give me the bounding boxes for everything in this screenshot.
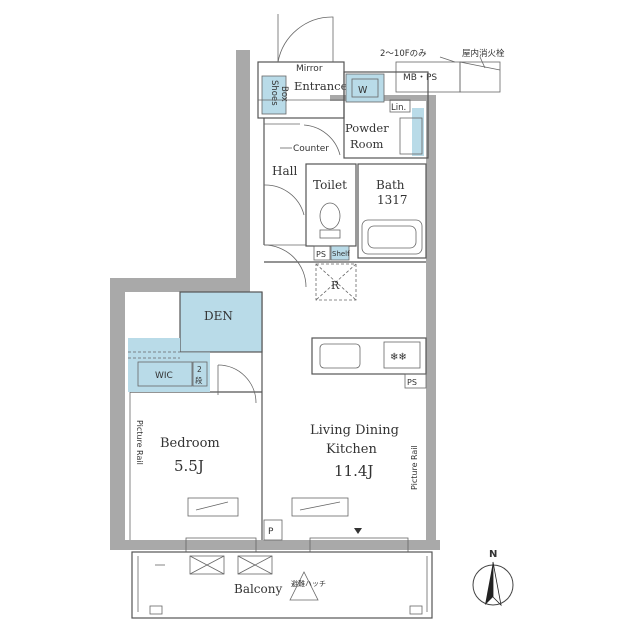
entrance-label: Entrance [294,79,348,93]
w-label: W [358,85,368,96]
ldk-label-1: Living Dining [310,423,399,438]
entry-arrow-icon [354,528,362,534]
svg-text:❄❄: ❄❄ [390,352,407,363]
bath-label-1: Bath [376,178,405,192]
bath-room: Bath 1317 [357,163,427,259]
balcony-label: Balcony [234,582,282,596]
shoes-box-label-1: Shoes [269,80,279,106]
mb-ps-box: MB・PS [395,56,501,93]
den-room: DEN [179,291,263,353]
toilet-label: Toilet [313,178,347,192]
ps-shelf-area: PS Shelf R [313,245,357,301]
balcony: Balcony 避難ハッチ [131,551,433,619]
powder-room-label-1: Powder [345,121,389,135]
ps-upper-label: PS [316,250,326,259]
entrance-area: Shoes Box Mirror Entrance [257,14,348,119]
ldk-room: Living Dining Kitchen 11.4J Picture Rail [291,423,419,534]
shelf-label: Shelf [332,250,350,258]
powder-room-label-2: Room [350,137,384,151]
mb-ps-label: MB・PS [403,73,437,83]
north-arrow-icon [485,562,493,605]
step-label-1: 2 [197,365,202,374]
shoes-box [262,76,286,114]
north-compass: N [472,549,514,607]
powder-room-area: W Lin. Powder Room [343,71,429,159]
wic-room: WIC 2 段 [128,338,257,404]
bath-label-2: 1317 [377,193,408,207]
fire-hydrant-label: 屋内消火栓 [462,48,505,59]
exterior-walls [110,50,440,550]
bedroom-name-label: Bedroom [160,436,220,451]
counter-label: Counter [293,144,329,154]
p-label: P [268,527,274,537]
ldk-size-label: 11.4J [334,462,373,480]
hall-label: Hall [272,164,297,178]
ldk-label-2: Kitchen [326,442,377,457]
bedroom-size-label: 5.5J [174,457,204,475]
shoes-box-label-2: Box [279,86,289,102]
evacuation-hatch-label: 避難ハッチ [291,579,326,588]
lin-label: Lin. [391,103,406,113]
step-label-2: 段 [195,375,203,385]
bedroom: Bedroom 5.5J Picture Rail [129,392,239,540]
picture-rail-left-label: Picture Rail [135,420,144,465]
kitchen-counter: ❄❄ PS [311,337,427,389]
wic-label: WIC [155,371,173,381]
floors-note: 2～10Fのみ [380,49,427,59]
r-label: R [331,279,340,292]
ps-kitchen-label: PS [407,378,417,387]
mirror-label: Mirror [296,64,323,74]
hall-area: Counter Hall [263,118,341,245]
toilet-room: Toilet [305,163,357,247]
picture-rail-right-label: Picture Rail [410,445,419,490]
den-label: DEN [204,309,233,323]
compass-north-label: N [489,549,497,560]
